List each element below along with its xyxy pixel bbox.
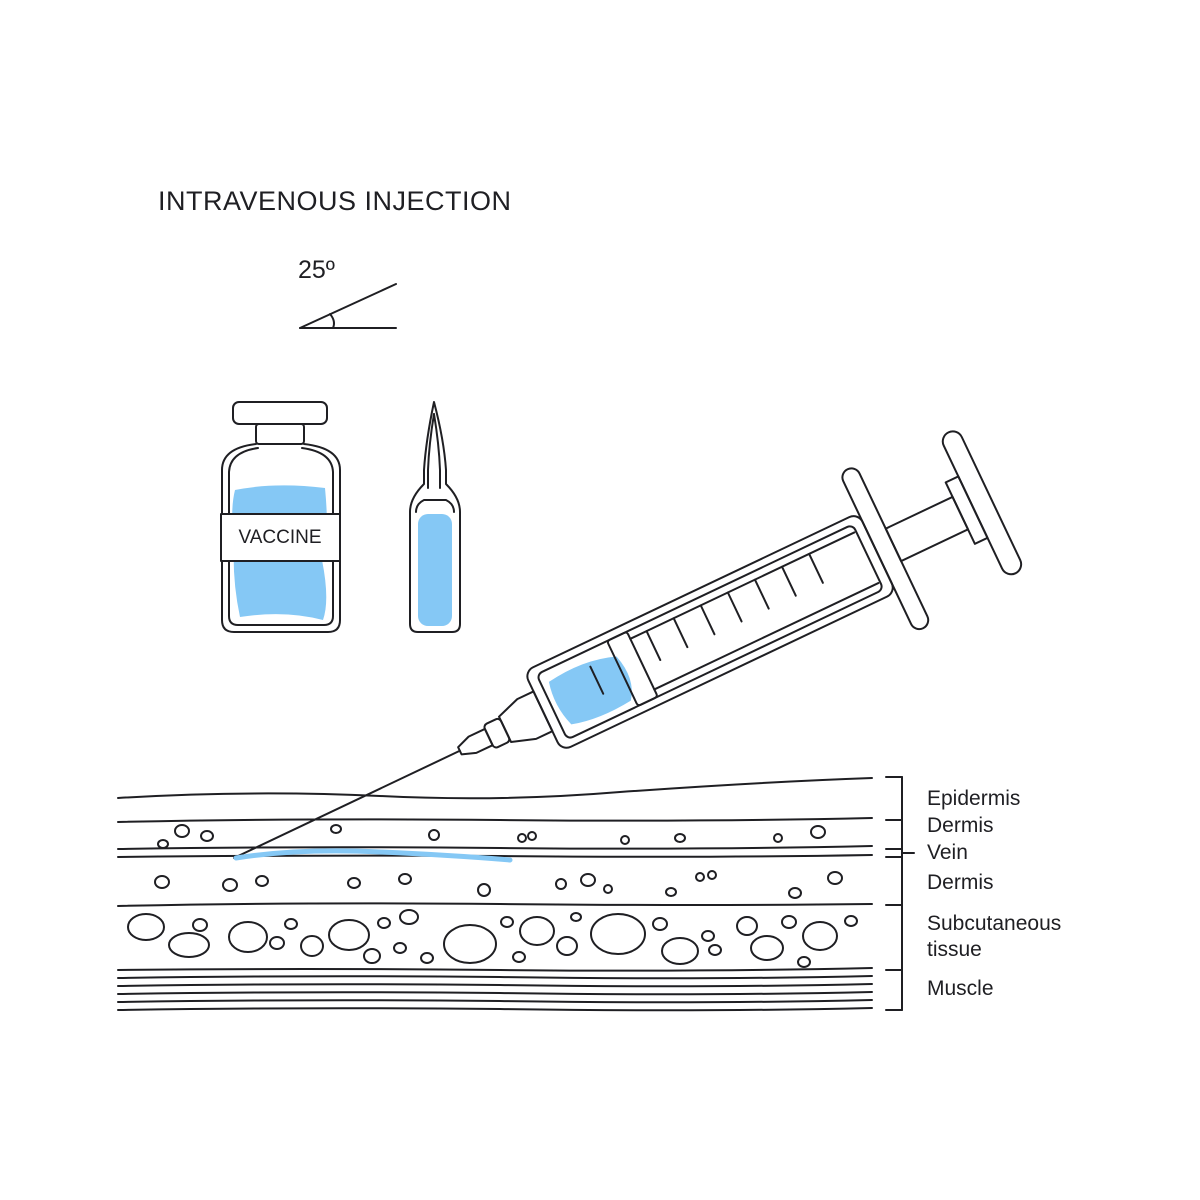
- skin-cross-section: [117, 777, 873, 1012]
- label-dermis-lower: Dermis: [927, 871, 994, 894]
- ampoule: [409, 401, 461, 633]
- vaccine-vial: [220, 401, 341, 633]
- angle-label: 25º: [298, 256, 335, 284]
- label-dermis-upper: Dermis: [927, 814, 994, 837]
- label-subcutaneous: Subcutaneous tissue: [927, 912, 1062, 961]
- label-muscle: Muscle: [927, 977, 994, 1000]
- label-epidermis: Epidermis: [927, 787, 1021, 810]
- angle-indicator: [299, 283, 397, 329]
- vial-label: VACCINE: [238, 527, 322, 548]
- label-vein: Vein: [927, 841, 968, 864]
- diagram-title: INTRAVENOUS INJECTION: [158, 186, 512, 216]
- syringe: [233, 430, 1023, 859]
- layer-brackets: [885, 776, 915, 1011]
